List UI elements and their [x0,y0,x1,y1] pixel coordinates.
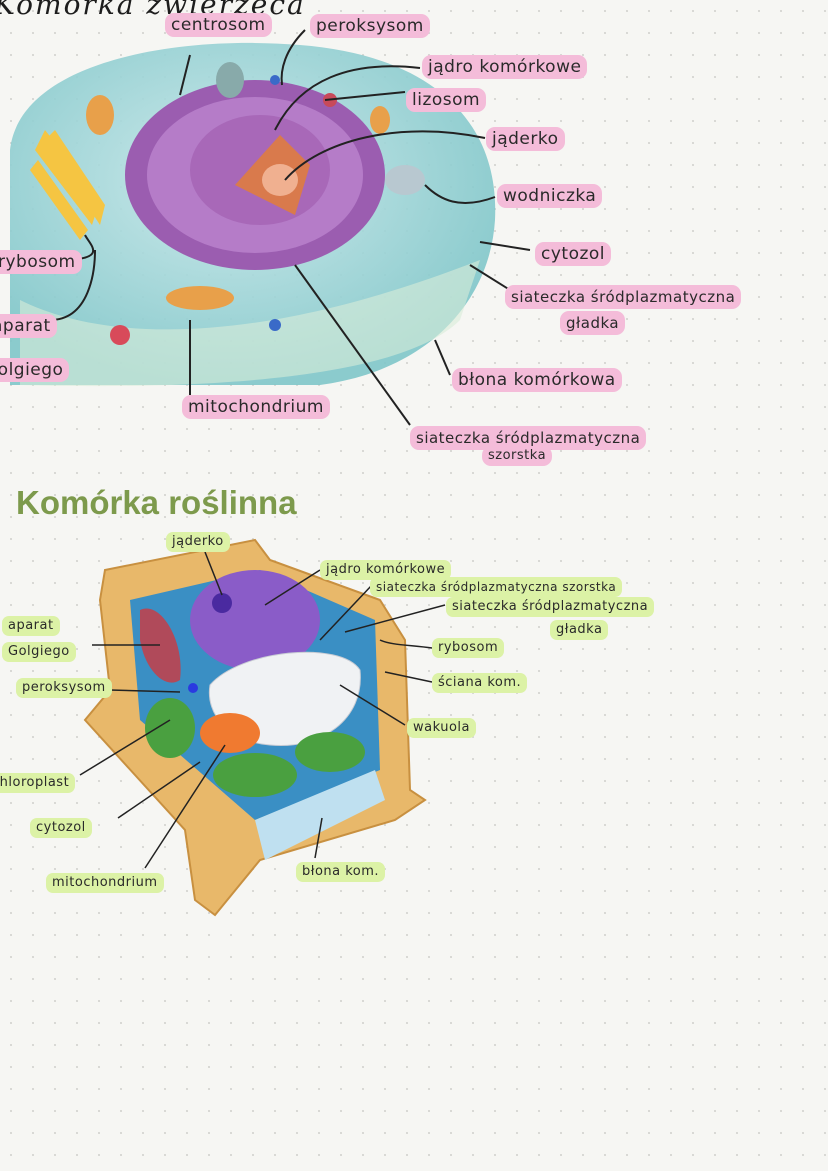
label-centrosome: centrosom [165,13,272,37]
plant-label-rough-er: siateczka śródplazmatyczna szorstka [370,577,623,597]
label-nucleus: jądro komórkowe [422,55,588,79]
animal-cell-diagram [10,29,531,426]
plant-label-nucleus: jądro komórkowe [320,560,452,580]
plant-label-cell-wall: ściana kom. [432,673,528,693]
nucleus [190,570,320,670]
plant-label-mitochondrion: mitochondrium [46,873,164,893]
label-rough-er-line2: szorstka [482,446,553,466]
chloroplast [145,698,195,758]
label-mitochondrion: mitochondrium [182,395,330,419]
golgi [140,608,181,683]
plant-label-golgi-line1: aparat [2,616,60,636]
plant-label-smooth-er-line2: gładka [550,620,609,640]
label-golgi-line2: Golgiego [0,358,70,382]
plant-label-cytosol: cytozol [30,818,92,838]
plant-label-cell-membrane: błona kom. [296,862,386,882]
nucleolus [212,593,232,613]
label-cytosol: cytozol [535,242,612,266]
mitochondrion [166,286,234,310]
vacuole [208,651,361,747]
plant-cell-title: Komórka roślinna [16,484,297,521]
label-smooth-er-line1: siateczka śródplazmatyczna [505,285,742,309]
label-nucleolus: jąderko [486,127,565,151]
label-rough-er-line1: siateczka śródplazmatyczna [410,426,647,450]
plant-label-smooth-er-line1: siateczka śródplazmatyczna [446,597,655,617]
plant-label-vacuole: wakuola [407,718,476,738]
peroxisome [188,683,198,693]
label-ribosome: rybosom [0,250,82,274]
plant-label-ribosome: rybosom [432,638,505,658]
label-smooth-er-line2: gładka [560,311,626,335]
plant-label-chloroplast: chloroplast [0,773,76,793]
label-golgi-line1: aparat [0,314,57,338]
golgi-apparatus [30,130,105,240]
label-peroxisome: peroksysom [310,14,430,38]
label-lysosome: lizosom [406,88,487,112]
mitochondrion [200,713,260,753]
plant-label-golgi-line2: Golgiego [2,642,76,662]
label-cell-membrane: błona komórkowa [452,368,622,392]
label-vacuole: wodniczka [497,184,603,208]
plant-label-peroxisome: peroksysom [16,678,112,698]
cell-membrane-face [255,770,385,860]
plant-label-nucleolus: jąderko [166,532,230,552]
